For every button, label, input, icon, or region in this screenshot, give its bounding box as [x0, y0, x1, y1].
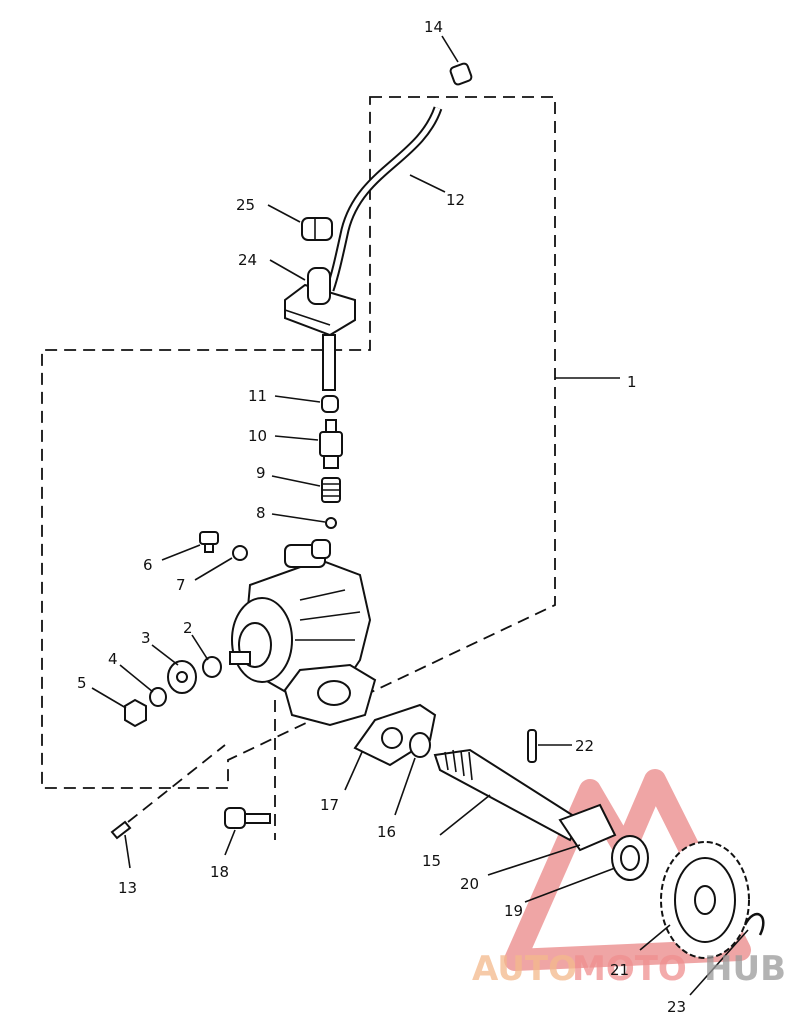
callout-14: 14 [424, 18, 443, 36]
callout-10: 10 [248, 427, 267, 445]
watermark-hub: HUB [704, 949, 786, 989]
callout-12: 12 [446, 191, 465, 209]
part-22-pin [527, 729, 537, 763]
assembly-boundary [41, 96, 556, 789]
callout-6: 6 [143, 556, 153, 574]
part-11-seal [321, 395, 339, 413]
callout-11: 11 [248, 387, 267, 405]
pump-rod [322, 334, 336, 391]
part-18-bolt [224, 807, 271, 829]
watermark-text: AUTO MOTO HUB [472, 949, 786, 989]
dash-leader-13 [127, 744, 226, 823]
part-6-screw [199, 531, 219, 553]
callout-17: 17 [320, 796, 339, 814]
part-4-lock-washer [149, 687, 167, 707]
callout-4: 4 [108, 650, 118, 668]
callout-22: 22 [575, 737, 594, 755]
callout-18: 18 [210, 863, 229, 881]
part-7-washer [232, 545, 248, 561]
oil-pump-body [229, 539, 377, 727]
part-10-plunger [319, 419, 343, 469]
callout-5: 5 [77, 674, 87, 692]
callout-25: 25 [236, 196, 255, 214]
callout-labels: 1 2 3 4 5 6 7 8 9 10 11 12 13 14 15 16 1… [77, 18, 686, 1016]
part-16-o-ring [409, 732, 431, 758]
part-13-clip [110, 820, 132, 840]
leader-lines [91, 35, 749, 996]
part-14-cap [449, 62, 473, 86]
callout-15: 15 [422, 852, 441, 870]
callout-13: 13 [118, 879, 137, 897]
part-20-collar [558, 803, 617, 852]
callout-2: 2 [183, 619, 193, 637]
callout-23: 23 [667, 998, 686, 1016]
callout-21: 21 [610, 961, 629, 979]
watermark-moto: MOTO [572, 949, 687, 989]
part-2-washer [202, 656, 222, 678]
part-25-clip [301, 217, 333, 241]
callout-8: 8 [256, 504, 266, 522]
part-5-nut [124, 698, 147, 728]
part-21-gear [660, 841, 750, 959]
callout-20: 20 [460, 875, 479, 893]
part-24-holder [284, 267, 356, 337]
part-9-spring [321, 477, 341, 503]
callout-19: 19 [504, 902, 523, 920]
part-23-circlip [743, 912, 765, 936]
callout-9: 9 [256, 464, 266, 482]
part-15-drive-shaft [433, 748, 582, 842]
part-8-ball [325, 517, 337, 529]
callout-24: 24 [238, 251, 257, 269]
callout-3: 3 [141, 629, 151, 647]
callout-16: 16 [377, 823, 396, 841]
callout-7: 7 [176, 576, 186, 594]
callout-1: 1 [627, 373, 637, 391]
watermark-auto: AUTO [472, 949, 577, 989]
